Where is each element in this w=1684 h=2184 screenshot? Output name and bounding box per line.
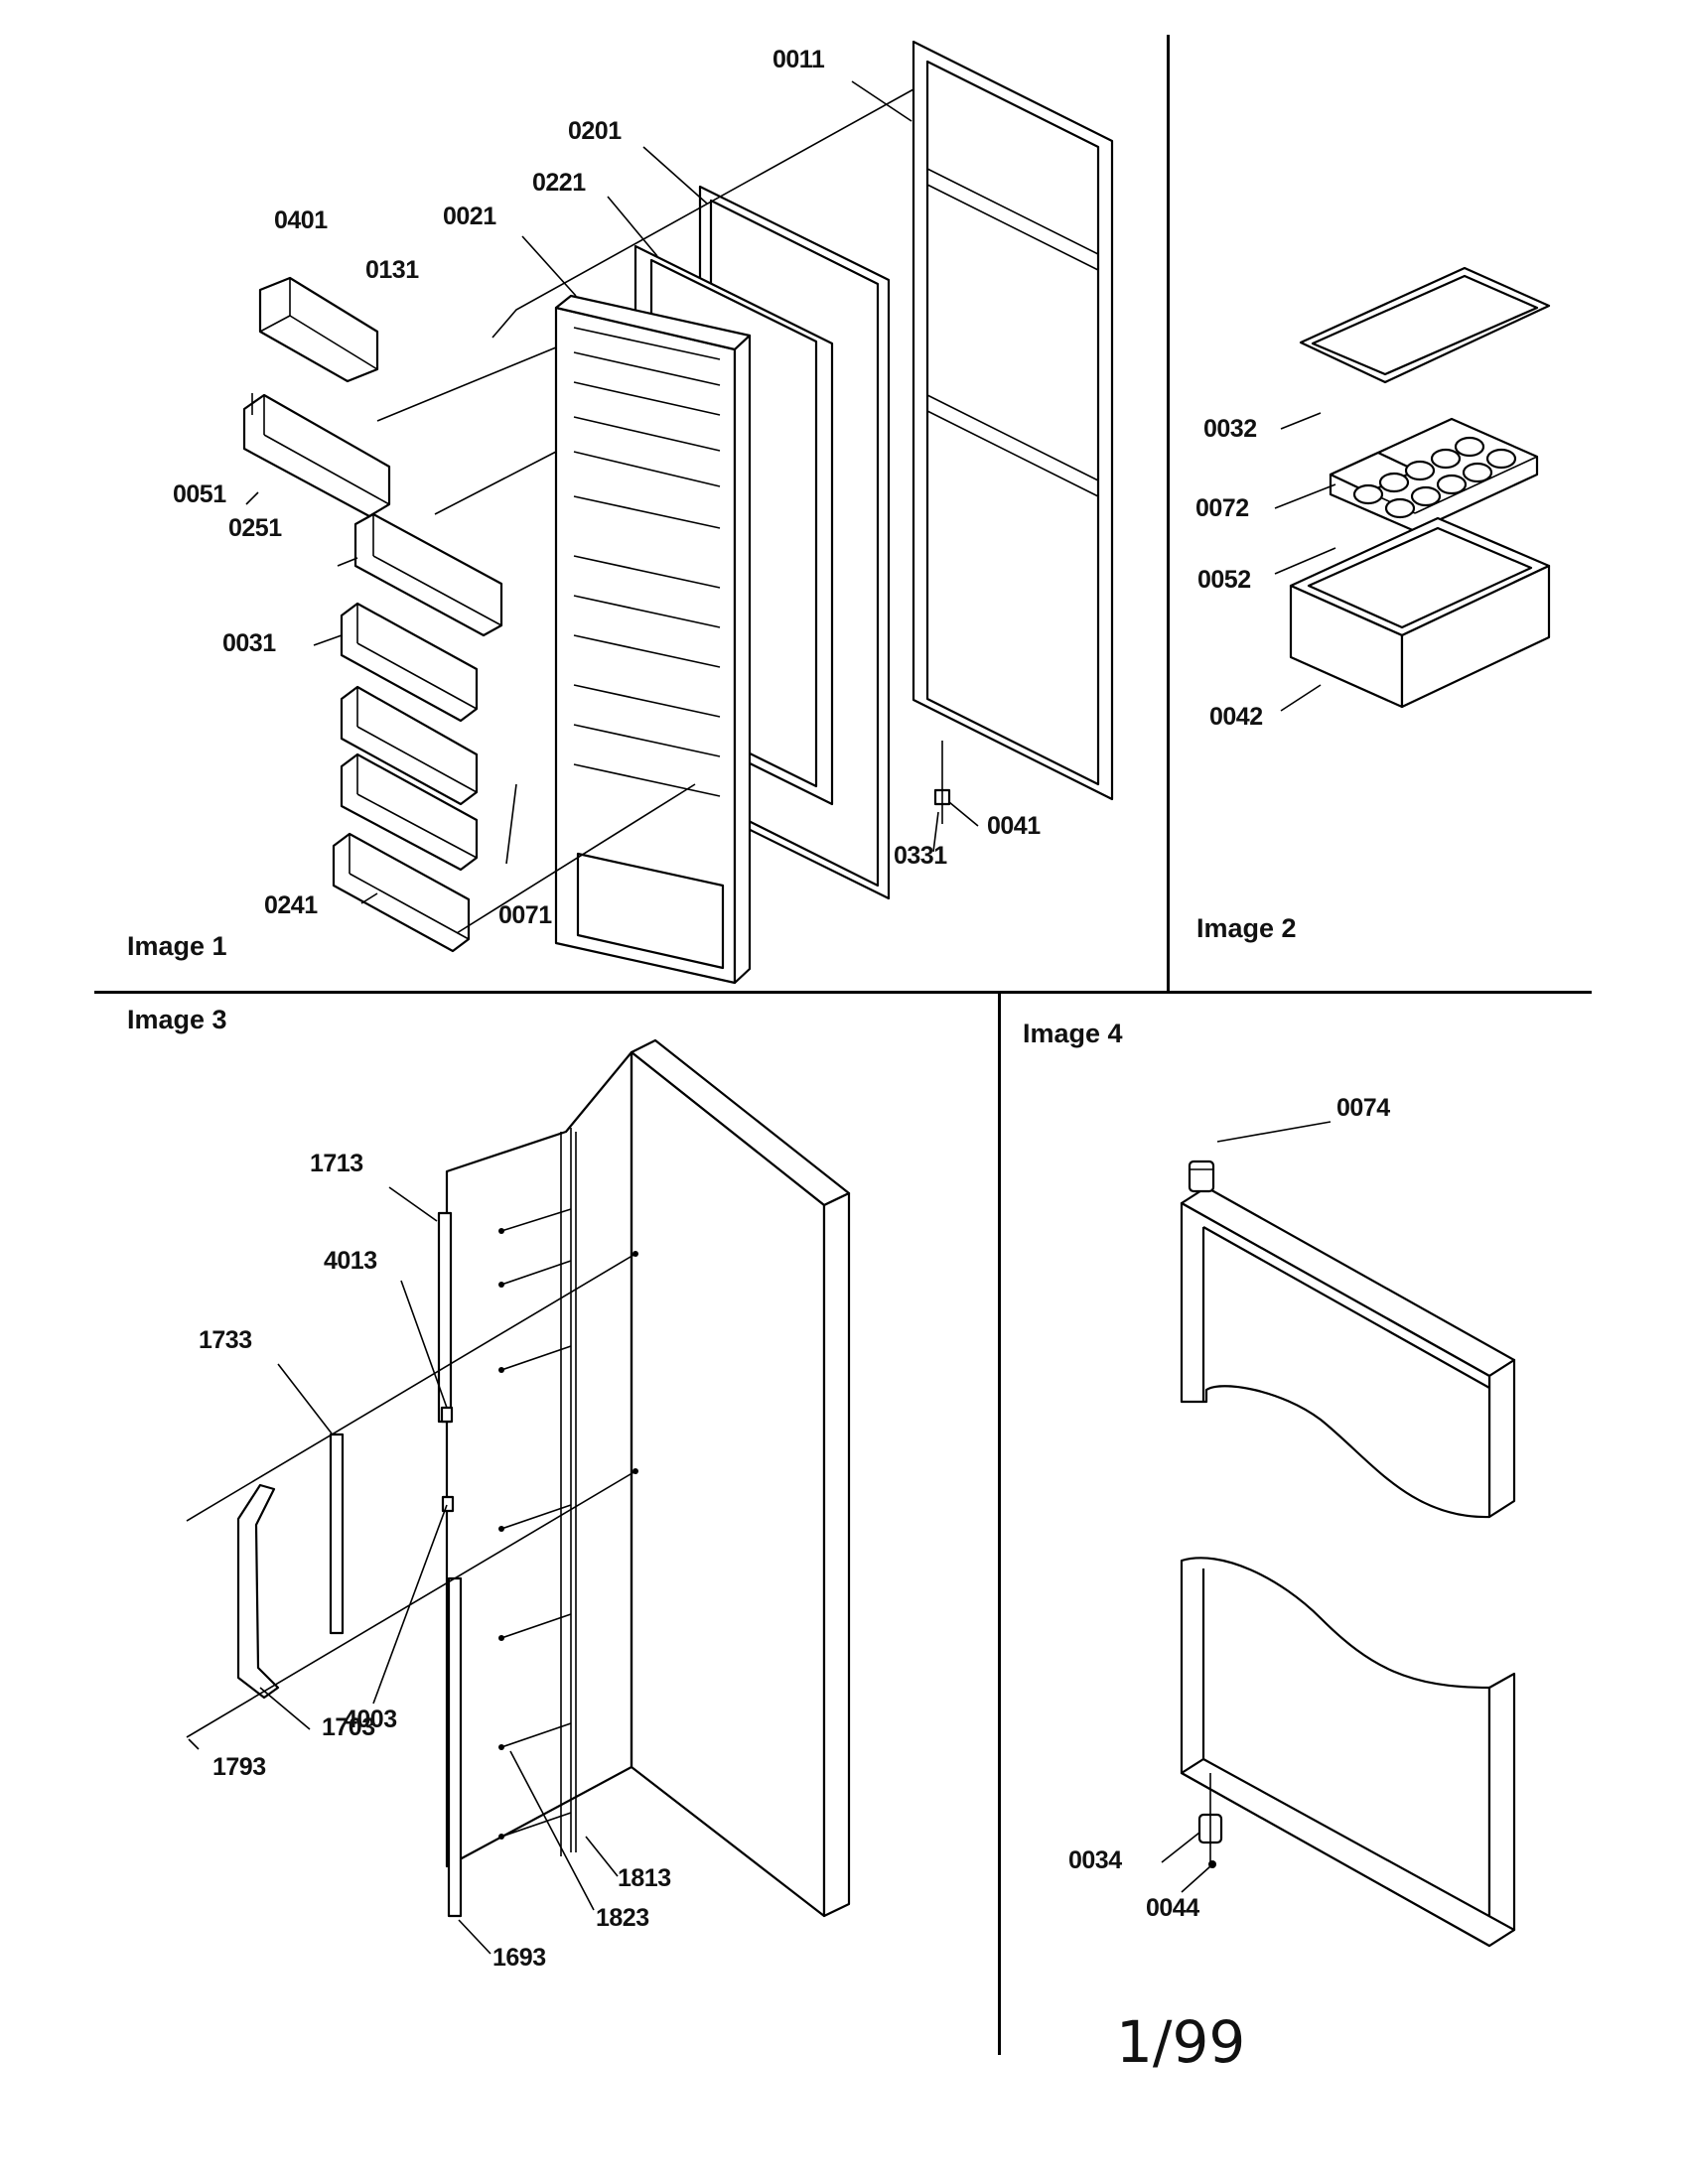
- divider-vertical-bottom: [998, 993, 1001, 2055]
- part-label-0044: 0044: [1146, 1894, 1199, 1922]
- part-label-1793: 1793: [212, 1753, 266, 1781]
- part-label-0221: 0221: [532, 169, 586, 197]
- door-bin-a: [342, 687, 477, 804]
- handle-1703: [238, 1485, 278, 1698]
- part-label-1703: 1703: [322, 1713, 375, 1741]
- part-label-0401: 0401: [274, 206, 328, 234]
- part-label-0031: 0031: [222, 629, 276, 657]
- part-label-0071: 0071: [498, 901, 552, 929]
- part-label-1713: 1713: [310, 1150, 363, 1177]
- hinge-4003: [443, 1497, 453, 1511]
- hinge-cap-0074: [1190, 1161, 1213, 1191]
- butter-dish-0051: [244, 393, 389, 516]
- part-label-0042: 0042: [1209, 703, 1263, 731]
- part-label-0331: 0331: [894, 842, 947, 870]
- part-label-4003: 4003: [344, 1706, 397, 1733]
- butter-dish-cover-0401: [260, 278, 377, 381]
- part-label-0051: 0051: [173, 480, 226, 508]
- part-label-1813: 1813: [618, 1864, 671, 1892]
- image-4-label: Image 4: [1023, 1019, 1123, 1048]
- divider-horizontal: [94, 991, 1592, 994]
- door-frame-bottom: [1182, 1558, 1514, 1946]
- door-bin-0251: [355, 514, 501, 635]
- door-liner-back: [447, 1052, 632, 1866]
- part-label-0021: 0021: [443, 203, 496, 230]
- part-label-0011: 0011: [772, 46, 825, 73]
- page-number: 1/99: [1116, 2008, 1246, 2076]
- part-label-1693: 1693: [492, 1944, 546, 1972]
- part-label-0074: 0074: [1336, 1094, 1390, 1122]
- ice-bin-cover-0032: [1301, 268, 1549, 382]
- image-2-label: Image 2: [1196, 913, 1297, 943]
- divider-vertical-top: [1167, 35, 1170, 993]
- image-3-label: Image 3: [127, 1005, 227, 1034]
- part-label-0251: 0251: [228, 514, 282, 542]
- door-bin-b: [342, 754, 477, 870]
- part-label-0032: 0032: [1203, 415, 1257, 443]
- part-label-0201: 0201: [568, 117, 622, 145]
- part-label-0034: 0034: [1068, 1846, 1122, 1874]
- door-bin-0241: [334, 834, 469, 951]
- part-label-0131: 0131: [365, 256, 419, 284]
- door-outer-panel-0011: [913, 42, 1112, 799]
- part-label-4013: 4013: [324, 1247, 377, 1275]
- hinge-pin-0034: [1199, 1773, 1221, 1866]
- part-label-1823: 1823: [596, 1904, 649, 1932]
- hinge-pin-0041: [935, 741, 949, 824]
- door-frame-top: [1182, 1187, 1514, 1517]
- door-panel-outer: [632, 1040, 849, 1916]
- image-1-label: Image 1: [127, 931, 227, 961]
- part-label-0052: 0052: [1197, 566, 1251, 594]
- door-trim-1733: [331, 1434, 343, 1633]
- part-label-0041: 0041: [987, 812, 1041, 840]
- door-bin-0031: [342, 604, 477, 721]
- door-liner-0021: [556, 296, 750, 983]
- part-label-0072: 0072: [1195, 494, 1249, 522]
- part-label-0241: 0241: [264, 891, 318, 919]
- ice-bucket-0042: [1291, 518, 1549, 707]
- part-label-1733: 1733: [199, 1326, 252, 1354]
- ice-tray-0072: [1331, 419, 1537, 531]
